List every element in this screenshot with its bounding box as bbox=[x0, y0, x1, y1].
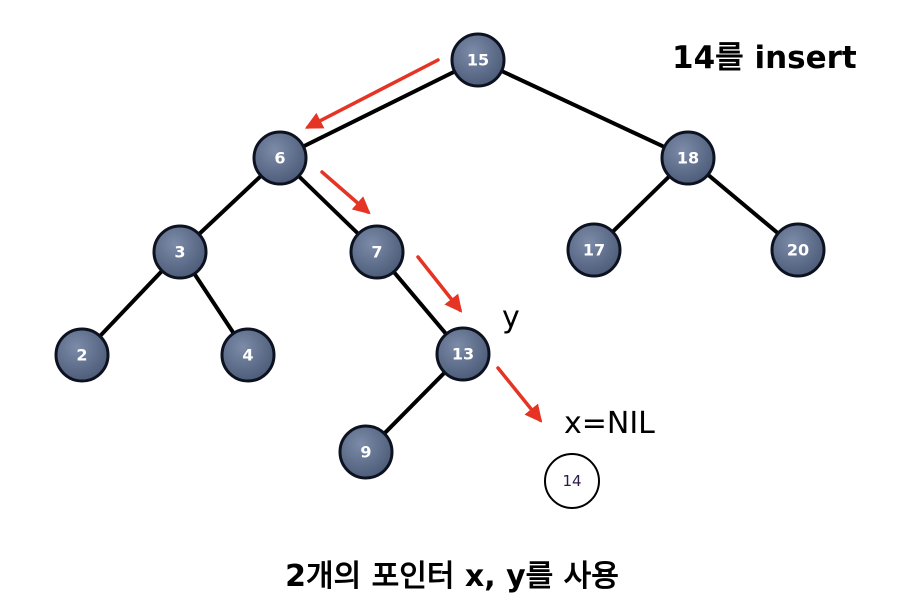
search-path-arrows bbox=[304, 58, 543, 423]
pointer-y-label: y bbox=[502, 300, 520, 335]
node-9: 9 bbox=[338, 424, 394, 480]
diagram-caption: 2개의 포인터 x, y를 사용 bbox=[285, 559, 619, 594]
new-node-14: 14 bbox=[544, 453, 600, 509]
node-6: 6 bbox=[252, 130, 308, 186]
node-13-label: 13 bbox=[452, 345, 474, 364]
node-17-label: 17 bbox=[583, 241, 605, 260]
node-7: 7 bbox=[349, 224, 405, 280]
arrow-6-to-7 bbox=[320, 170, 371, 215]
node-4: 4 bbox=[220, 327, 276, 383]
arrow-13-to-nil bbox=[496, 366, 543, 423]
new-node-label: 14 bbox=[562, 472, 581, 490]
node-3-label: 3 bbox=[174, 243, 185, 262]
arrow-15-to-6 bbox=[304, 58, 440, 129]
pointer-x-label: x=NIL bbox=[564, 406, 655, 441]
edge-15-6 bbox=[278, 58, 480, 160]
node-15: 15 bbox=[450, 32, 506, 88]
node-18-label: 18 bbox=[677, 149, 699, 168]
node-3: 3 bbox=[152, 224, 208, 280]
arrow-7-to-13 bbox=[416, 255, 463, 313]
node-15-label: 15 bbox=[467, 51, 489, 70]
node-6-label: 6 bbox=[274, 149, 285, 168]
node-20-label: 20 bbox=[787, 241, 809, 260]
node-20: 20 bbox=[770, 222, 826, 278]
node-9-label: 9 bbox=[360, 443, 371, 462]
node-13: 13 bbox=[435, 326, 491, 382]
node-2-label: 2 bbox=[76, 346, 87, 365]
edge-15-18 bbox=[476, 58, 690, 160]
diagram-title: 14를 insert bbox=[672, 40, 857, 76]
node-2: 2 bbox=[54, 327, 110, 383]
node-4-label: 4 bbox=[242, 346, 253, 365]
node-18: 18 bbox=[660, 130, 716, 186]
node-17: 17 bbox=[566, 222, 622, 278]
tree-nodes: 15 6 18 3 7 17 20 2 bbox=[54, 32, 826, 480]
node-7-label: 7 bbox=[371, 243, 382, 262]
